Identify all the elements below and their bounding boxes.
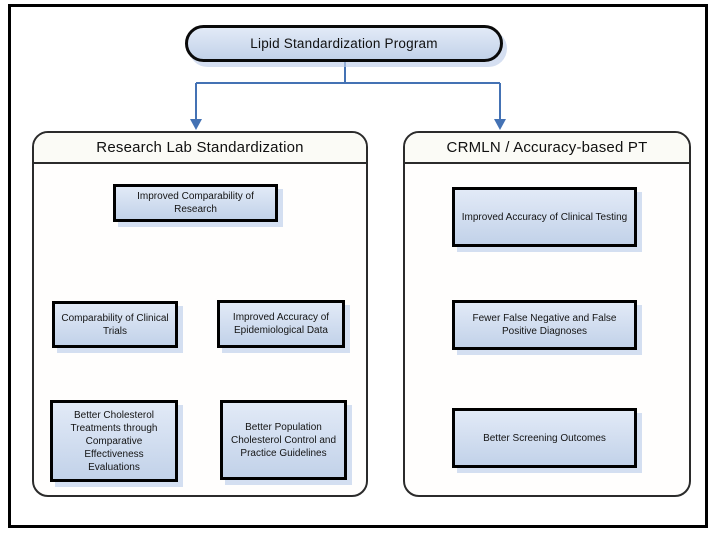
- node-better-population-cholesterol-control: Better Population Cholesterol Control an…: [220, 400, 347, 480]
- panel-right-header: CRMLN / Accuracy-based PT: [405, 133, 689, 164]
- panel-right-header-label: CRMLN / Accuracy-based PT: [446, 139, 648, 156]
- node-label: Better Population Cholesterol Control an…: [230, 421, 337, 459]
- node-improved-accuracy-of-epidemiological-data: Improved Accuracy of Epidemiological Dat…: [217, 300, 345, 348]
- node-label: Better Screening Outcomes: [483, 432, 606, 444]
- node-label: Comparability of Clinical Trials: [61, 312, 169, 337]
- root-node-label: Lipid Standardization Program: [250, 36, 438, 51]
- node-label: Improved Comparability of Research: [137, 191, 254, 215]
- node-better-screening-outcomes: Better Screening Outcomes: [452, 408, 637, 468]
- panel-left-header: Research Lab Standardization: [34, 133, 366, 164]
- node-label: Fewer False Negative and False Positive …: [472, 313, 617, 337]
- node-improved-comparability-of-research: Improved Comparability of Research: [113, 184, 278, 222]
- node-label: Improved Accuracy of Clinical Testing: [461, 211, 628, 223]
- node-fewer-false-negative-and-false-positive-diagnoses: Fewer False Negative and False Positive …: [452, 300, 637, 350]
- node-label: Better Cholesterol Treatments through Co…: [70, 409, 158, 473]
- panel-left-header-label: Research Lab Standardization: [96, 139, 304, 156]
- node-improved-accuracy-of-clinical-testing: Improved Accuracy of Clinical Testing: [452, 187, 637, 247]
- node-comparability-of-clinical-trials: Comparability of Clinical Trials: [52, 301, 178, 348]
- node-label: Improved Accuracy of Epidemiological Dat…: [232, 312, 330, 336]
- root-node-lipid-standardization-program: Lipid Standardization Program: [185, 25, 503, 62]
- node-better-cholesterol-treatments: Better Cholesterol Treatments through Co…: [50, 400, 178, 482]
